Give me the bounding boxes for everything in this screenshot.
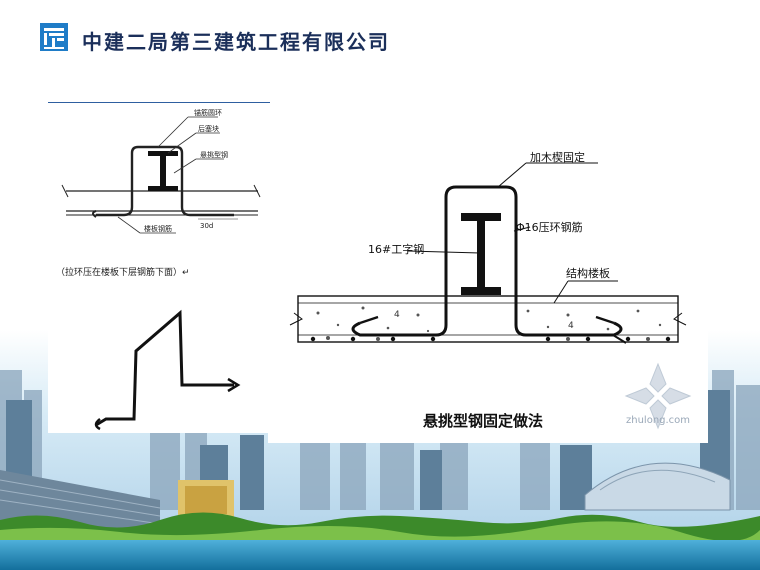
company-logo	[40, 23, 68, 51]
company-name: 中建二局第三建筑工程有限公司	[82, 30, 390, 54]
label-slab: 结构楼板	[566, 266, 610, 280]
label-wedge: 加木楔固定	[530, 150, 585, 164]
label-anchor: 锚筋圆环	[194, 108, 222, 117]
figure-caption: 悬挑型钢固定做法	[423, 412, 543, 430]
cantilever-steel-fixing-detail: 加木楔固定 Φ16压环钢筋 16#工字钢 结构楼板 4 4 悬挑型钢固定做法	[289, 150, 687, 430]
label-four-a: 4	[394, 310, 400, 320]
label-ring: Φ16压环钢筋	[516, 220, 583, 234]
header: 中建二局第三建筑工程有限公司	[0, 0, 760, 80]
main-drawing-panel: 加木楔固定 Φ16压环钢筋 16#工字钢 结构楼板 4 4 悬挑型钢固定做法	[268, 103, 708, 443]
ring-note: （拉环压在楼板下层钢筋下面）↵	[56, 266, 190, 278]
label-ibeam: 16#工字钢	[368, 242, 424, 256]
label-cushion: 后塞块	[198, 124, 219, 133]
cantilever-beam-section-sketch: 锚筋圆环 后塞块 悬挑型钢 楼板钢筋 30d （拉环压在楼板下层钢筋下面）↵	[56, 108, 261, 431]
left-drawing-panel: 锚筋圆环 后塞块 悬挑型钢 楼板钢筋 30d （拉环压在楼板下层钢筋下面）↵	[48, 102, 270, 433]
label-dim: 30d	[200, 222, 213, 230]
watermark-text: zhulong.com	[626, 415, 691, 426]
label-rebar: 楼板钢筋	[144, 224, 172, 233]
label-beam: 悬挑型钢	[200, 150, 228, 159]
zhulong-watermark-icon	[624, 362, 692, 430]
label-four-b: 4	[568, 321, 574, 331]
